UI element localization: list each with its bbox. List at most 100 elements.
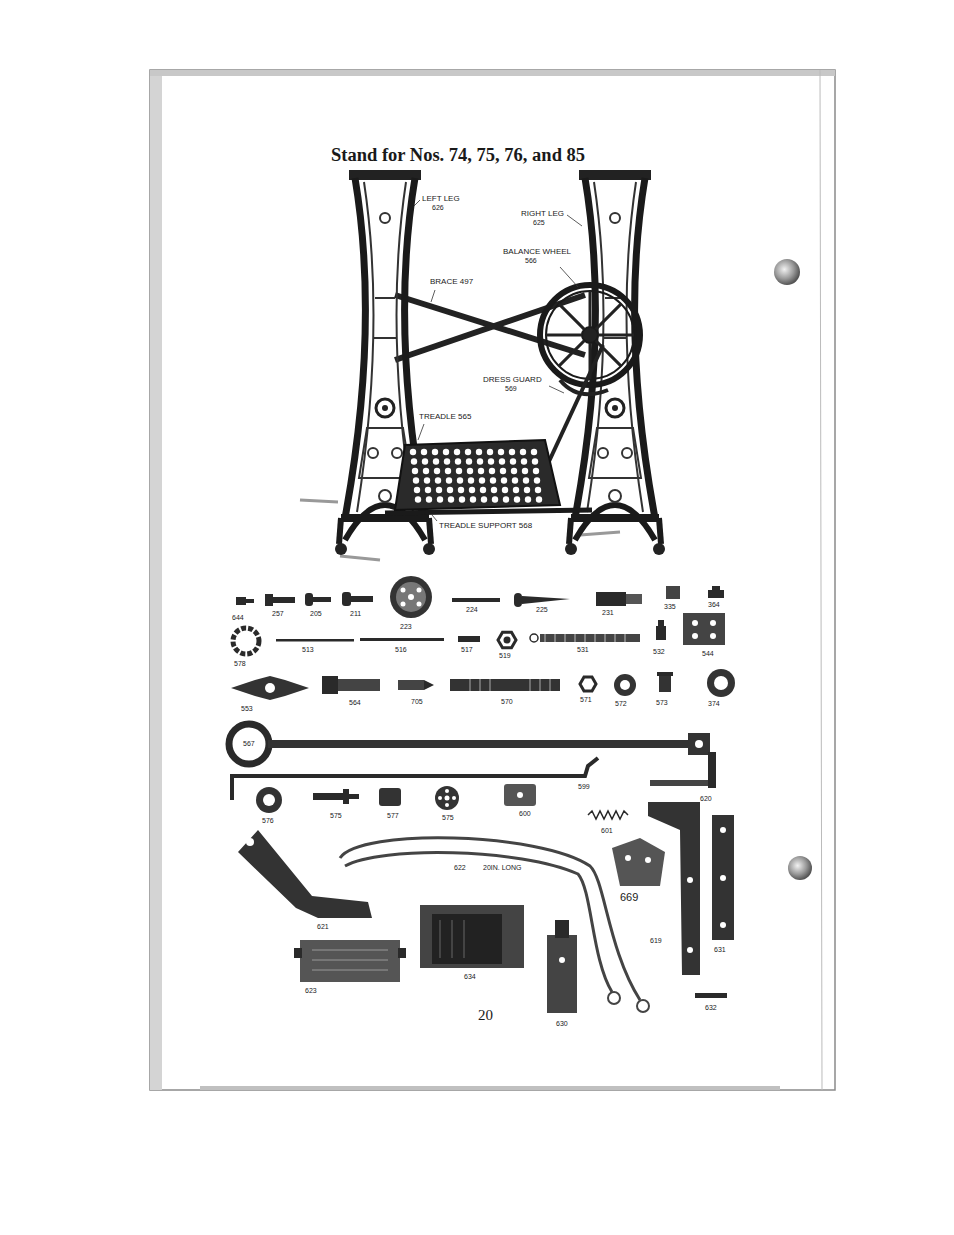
callout-number: 669	[620, 892, 638, 903]
callout-number: 600	[519, 810, 531, 817]
small-parts	[687, 877, 693, 883]
treadle-hole	[481, 496, 487, 502]
small-parts	[720, 922, 726, 928]
small-parts	[390, 576, 432, 618]
callout-number: 231	[602, 609, 614, 616]
treadle-hole	[454, 449, 460, 455]
callout-number: 224	[466, 606, 478, 613]
page-sheet	[150, 70, 835, 1090]
callout-number: 601	[601, 827, 613, 834]
small-parts	[626, 594, 642, 604]
treadle-hole	[514, 496, 520, 502]
small-parts	[432, 914, 502, 964]
page-sheet	[788, 856, 812, 880]
treadle-hole	[502, 487, 508, 493]
wheel-spoke	[598, 334, 634, 337]
treadle-support	[385, 510, 592, 513]
small-parts	[712, 815, 734, 940]
small-parts	[401, 602, 406, 607]
small-parts	[232, 758, 598, 800]
belt-cable	[637, 1000, 649, 1012]
part-name: BRACE 497	[430, 278, 473, 286]
small-parts	[438, 796, 442, 800]
small-parts	[263, 794, 275, 806]
callout-number: 513	[302, 646, 314, 653]
small-parts	[695, 740, 703, 748]
small-parts	[450, 679, 560, 691]
small-parts	[658, 620, 664, 626]
small-parts	[648, 802, 700, 975]
callout-number: 519	[499, 652, 511, 659]
treadle-hole	[425, 487, 431, 493]
treadle-hole	[525, 496, 531, 502]
callout-number: 335	[664, 603, 676, 610]
small-parts	[452, 598, 500, 602]
small-parts	[588, 811, 628, 819]
treadle-hole	[477, 458, 483, 464]
small-parts	[238, 830, 372, 918]
wheel-spoke	[559, 341, 584, 366]
small-parts	[360, 638, 444, 641]
treadle-hole	[512, 477, 518, 483]
small-parts	[498, 632, 516, 648]
page-sheet	[774, 259, 800, 285]
small-parts	[666, 586, 680, 599]
small-parts	[276, 639, 354, 642]
treadle-hole	[469, 487, 475, 493]
callout-number: 575	[442, 814, 454, 821]
small-parts	[695, 993, 727, 998]
callout-number: 517	[461, 646, 473, 653]
wheel-spoke	[546, 334, 582, 337]
leader-lines	[431, 290, 435, 302]
small-parts	[470, 679, 550, 691]
treadle-hole	[470, 496, 476, 502]
small-parts	[522, 596, 570, 604]
leader-lines	[549, 386, 564, 393]
treadle-hole	[510, 458, 516, 464]
part-name: TREADLE SUPPORT 568	[439, 522, 532, 530]
part-name: RIGHT LEG	[521, 210, 564, 218]
treadle-hole	[433, 458, 439, 464]
treadle-hole	[501, 477, 507, 483]
small-parts	[408, 594, 414, 600]
callout-number: 575	[330, 812, 342, 819]
treadle-hole	[509, 449, 515, 455]
callout-number: 205	[310, 610, 322, 617]
page-sheet	[150, 70, 162, 1090]
treadle-hole	[511, 468, 517, 474]
callout-number: 705	[411, 698, 423, 705]
small-parts	[294, 948, 302, 958]
treadle-hole	[492, 496, 498, 502]
small-parts	[514, 593, 522, 607]
callout-number: 632	[705, 1004, 717, 1011]
small-parts	[231, 676, 309, 700]
small-parts	[396, 582, 426, 612]
small-parts	[312, 950, 388, 970]
treadle-hole	[489, 468, 495, 474]
treadle-hole	[465, 449, 471, 455]
treadle-hole	[503, 496, 509, 502]
callout-number: 567	[243, 740, 255, 747]
treadle-hole	[455, 458, 461, 464]
small-parts	[555, 920, 569, 938]
callout-number: 622	[454, 864, 466, 871]
callout-number: 531	[577, 646, 589, 653]
callout-number: 20IN. LONG	[483, 864, 522, 871]
small-parts	[614, 674, 636, 696]
treadle-hole	[457, 477, 463, 483]
callout-number: 544	[702, 650, 714, 657]
small-parts	[504, 784, 536, 806]
callout-number: 553	[241, 705, 253, 712]
small-parts	[547, 935, 577, 1013]
small-parts	[440, 920, 464, 958]
small-parts	[596, 592, 626, 606]
stand-brace	[395, 295, 585, 360]
callout-number: 630	[556, 1020, 568, 1027]
small-parts	[687, 947, 693, 953]
treadle-hole	[432, 449, 438, 455]
treadle-hole	[436, 487, 442, 493]
treadle-hole	[421, 449, 427, 455]
small-parts	[707, 669, 735, 697]
page-sheet	[820, 70, 822, 1090]
small-parts	[540, 634, 640, 642]
